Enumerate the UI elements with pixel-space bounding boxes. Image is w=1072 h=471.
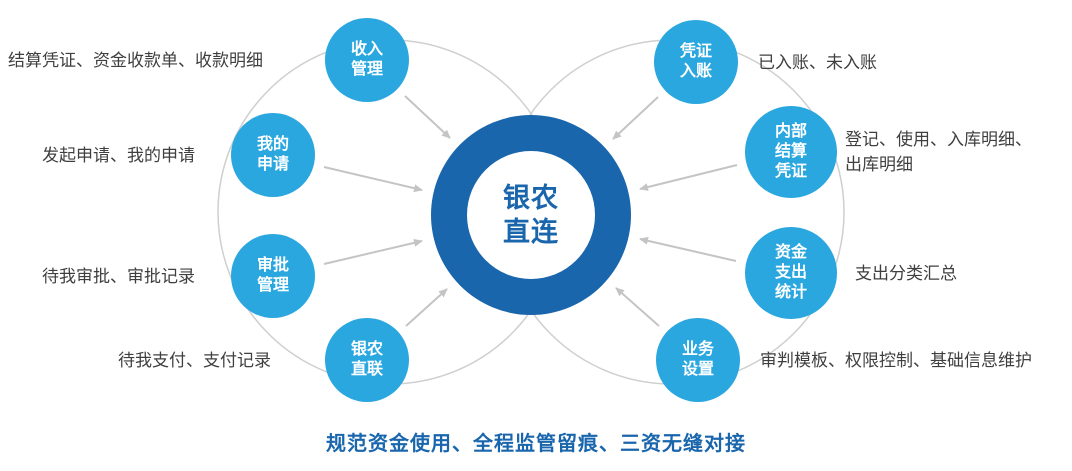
annotation-expense-summary: 支出分类汇总 <box>855 264 957 283</box>
annotation-register-usage: 登记、使用、入库明细、出库明细 <box>845 130 1032 174</box>
node-label: 审批管理 <box>256 257 289 294</box>
arrow-voucher-to-center <box>612 96 659 140</box>
node-label: 银农直联 <box>350 341 383 378</box>
center-node: 银农直连 <box>431 115 631 315</box>
node-label: 我的申请 <box>256 136 289 173</box>
arrow-directlink-to-center <box>405 288 448 327</box>
annotation-approval-records: 待我审批、审批记录 <box>42 267 195 286</box>
node-label: 凭证入账 <box>679 43 712 80</box>
node-voucher-entry: 凭证入账 <box>654 20 738 104</box>
arrow-expense-to-center <box>639 236 737 262</box>
center-node-inner: 银农直连 <box>467 151 595 279</box>
annotation-my-application: 发起申请、我的申请 <box>42 146 195 165</box>
arrow-income-to-center <box>404 95 451 139</box>
center-node-label: 银农直连 <box>503 183 559 247</box>
arrow-approval-to-center <box>323 238 423 265</box>
node-fund-expense-stats: 资金支出统计 <box>745 227 837 319</box>
annotation-business-settings: 审判模板、权限控制、基础信息维护 <box>760 351 1032 370</box>
node-income-management: 收入管理 <box>325 18 409 102</box>
arrow-settings-to-center <box>615 287 660 327</box>
arrow-myapp-to-center <box>323 166 423 193</box>
node-label: 业务设置 <box>681 341 714 378</box>
annotation-income-details: 结算凭证、资金收款单、收款明细 <box>8 51 263 70</box>
annotation-payment-records: 待我支付、支付记录 <box>118 351 271 370</box>
node-label: 内部结算凭证 <box>774 123 807 180</box>
arrow-lines <box>323 95 738 327</box>
node-internal-settlement-voucher: 内部结算凭证 <box>745 106 837 198</box>
node-bank-agri-direct-link: 银农直联 <box>325 318 409 402</box>
node-label: 收入管理 <box>350 41 383 78</box>
node-my-application: 我的申请 <box>231 113 315 197</box>
node-business-settings: 业务设置 <box>656 318 740 402</box>
node-label: 资金支出统计 <box>774 244 807 301</box>
arrow-internal-to-center <box>639 164 738 191</box>
diagram-caption: 规范资金使用、全程监管留痕、三资无缝对接 <box>326 433 746 455</box>
annotation-entry-status: 已入账、未入账 <box>758 53 877 72</box>
node-approval-management: 审批管理 <box>231 234 315 318</box>
